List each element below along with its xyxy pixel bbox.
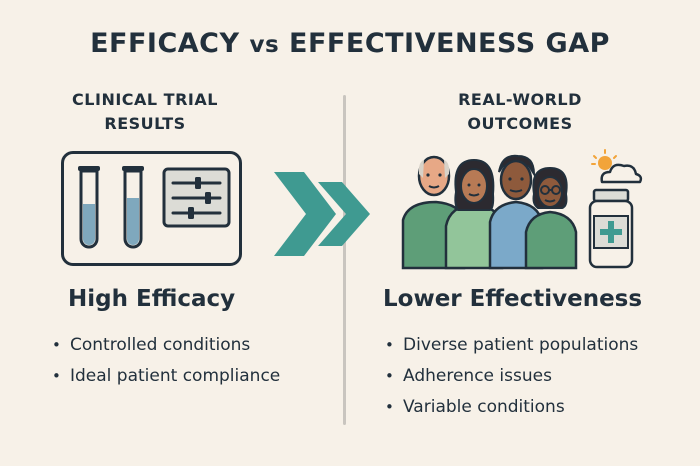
title-part1: EFFICACY bbox=[90, 28, 240, 59]
list-item: Adherence issues bbox=[385, 361, 638, 392]
real-world-heading: REAL-WORLD OUTCOMES bbox=[420, 88, 620, 136]
test-tube-icon bbox=[78, 166, 100, 249]
clinical-trial-heading: CLINICAL TRIAL RESULTS bbox=[45, 88, 245, 136]
clinical-bullet-list: Controlled conditions Ideal patient comp… bbox=[52, 330, 280, 392]
list-item: Ideal patient compliance bbox=[52, 361, 280, 392]
center-divider bbox=[343, 95, 346, 425]
medicine-bottle-icon bbox=[588, 188, 634, 269]
clinical-heading-line2: RESULTS bbox=[104, 114, 186, 133]
list-item: Controlled conditions bbox=[52, 330, 280, 361]
page-title: EFFICACY vs EFFECTIVENESS GAP bbox=[0, 28, 700, 59]
sun-cloud-icon bbox=[591, 149, 643, 184]
clinical-heading-line1: CLINICAL TRIAL bbox=[72, 90, 218, 109]
double-chevron-icon bbox=[274, 172, 370, 256]
real-world-heading-line1: REAL-WORLD bbox=[458, 90, 582, 109]
real-world-heading-line2: OUTCOMES bbox=[467, 114, 573, 133]
high-efficacy-label: High Efficacy bbox=[68, 286, 236, 312]
list-item: Diverse patient populations bbox=[385, 330, 638, 361]
test-tube-icon bbox=[122, 166, 144, 249]
list-item: Variable conditions bbox=[385, 392, 638, 423]
clinical-trial-panel bbox=[61, 151, 242, 266]
people-icon bbox=[401, 149, 643, 270]
real-world-bullet-list: Diverse patient populations Adherence is… bbox=[385, 330, 638, 423]
sliders-icon bbox=[162, 167, 231, 228]
lower-effectiveness-label: Lower Effectiveness bbox=[383, 286, 643, 312]
title-vs: vs bbox=[249, 32, 280, 58]
title-part2: EFFECTIVENESS GAP bbox=[289, 28, 610, 59]
